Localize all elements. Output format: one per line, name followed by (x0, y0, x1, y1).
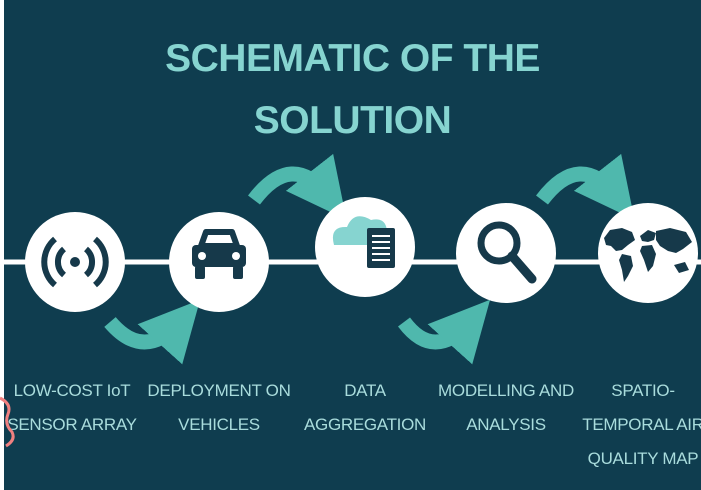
step-1-label: LOW-COST IoT SENSOR ARRAY (7, 381, 137, 434)
left-edge-artifact (0, 396, 15, 448)
connector-arrow-3 (398, 299, 491, 365)
process-flow (4, 153, 701, 365)
step-3-node (315, 197, 415, 297)
step-1-node (25, 212, 125, 312)
car-icon (192, 229, 246, 279)
connector-arrow-4 (536, 153, 635, 220)
title-line-1: SCHEMATIC OF THE (165, 37, 540, 80)
step-5-node (598, 203, 698, 303)
step-2-label: DEPLOYMENT ON VEHICLES (147, 381, 291, 434)
step-3-label: DATA AGGREGATION (303, 381, 426, 434)
title-line-2: SOLUTION (253, 99, 452, 142)
step-4-label: MODELLING AND ANALYSIS (438, 381, 574, 434)
world-map-icon (604, 228, 692, 282)
connector-arrow-2 (248, 153, 347, 220)
cloud-document-icon (332, 216, 395, 268)
wireless-signal-icon (41, 236, 109, 288)
step-5-label: SPATIO- TEMPORAL AIR QUALITY MAP (582, 381, 701, 468)
diagram-title: SCHEMATIC OF THE SOLUTION (4, 28, 701, 152)
connector-arrow-1 (104, 299, 201, 365)
schematic-panel: SCHEMATIC OF THE SOLUTION (4, 0, 701, 490)
step-2-node (169, 212, 269, 312)
magnifier-icon (477, 221, 537, 284)
step-4-node (456, 203, 556, 303)
